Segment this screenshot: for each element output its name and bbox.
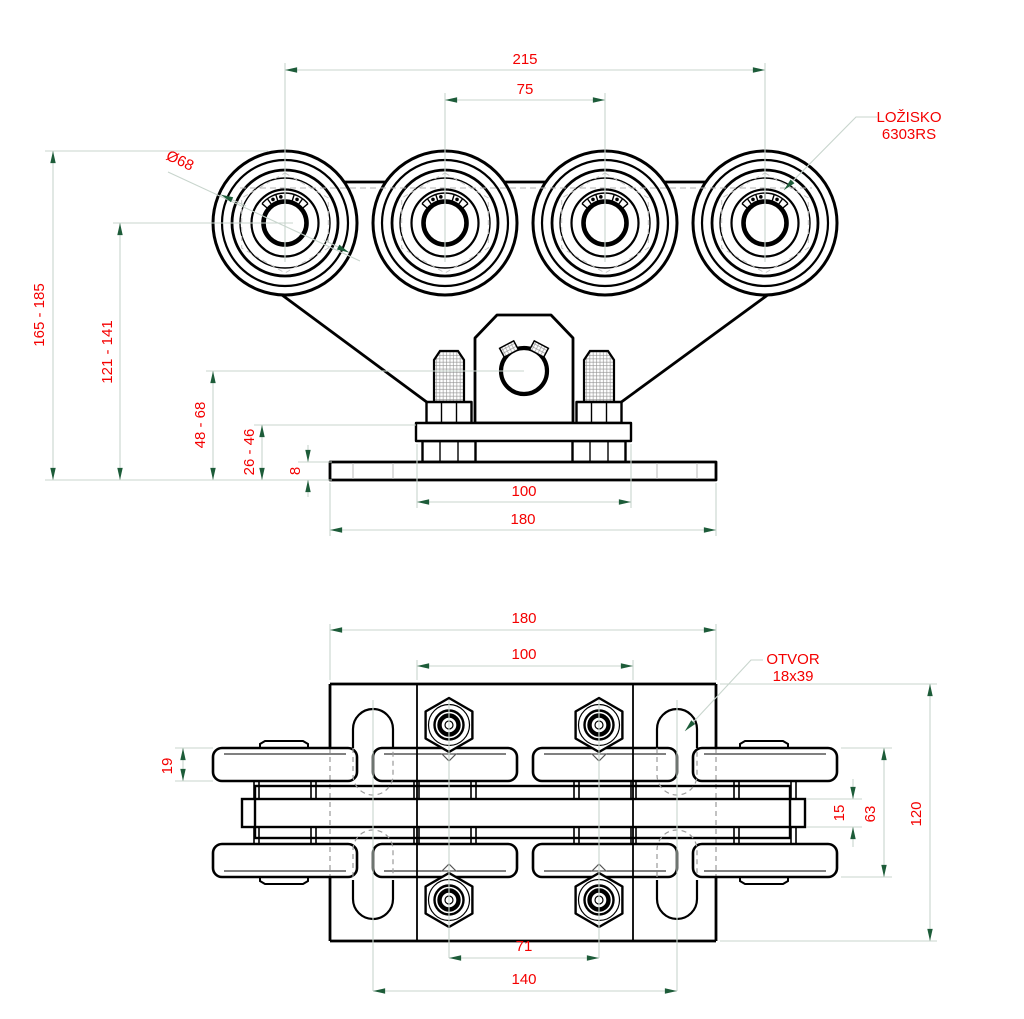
bearing-callout: LOŽISKO 6303RS (783, 109, 942, 191)
dim-axle-height: 121 - 141 (99, 223, 123, 480)
bearing-label-line2: 6303RS (882, 126, 936, 143)
dim-plan-inner-width: 100 (416, 646, 634, 680)
dim-span-inner: 75 (444, 81, 606, 262)
pivot-clip-left (498, 339, 520, 359)
bearing-label-line1: LOŽISKO (876, 109, 941, 126)
hub-stub (573, 780, 637, 800)
front-view-dimensions: 215 75 Ø68 LOŽISKO 6303RS 165 - 185 121 … (31, 51, 942, 536)
frame-bar-outer (253, 784, 792, 840)
clamp-bar (414, 421, 633, 443)
slot-label-line2: 18x39 (773, 668, 814, 685)
base-plate-slot-edges (352, 463, 698, 479)
hub-stub (413, 780, 477, 800)
plan-roller-1-top (211, 746, 359, 783)
dim-plan-base-width: 180 (329, 610, 717, 680)
dim-plate-depth: 120 (720, 683, 937, 942)
dim-text-15: 15 (831, 805, 848, 822)
dim-span-outer: 215 (284, 51, 766, 262)
dim-base-plate-width: 180 (329, 483, 717, 536)
hub-stub (413, 825, 477, 845)
dim-text-165-185: 165 - 185 (31, 283, 48, 346)
mount-stud-right (571, 349, 627, 464)
dim-total-height: 165 - 185 (31, 151, 56, 480)
dim-text-8: 8 (287, 467, 304, 475)
front-view (213, 151, 837, 482)
dim-roller-thickness: 19 (159, 747, 213, 782)
hub-stub (733, 825, 797, 845)
plan-roller-3-top (531, 746, 679, 783)
base-plate (328, 460, 718, 482)
plan-view (211, 682, 839, 943)
dim-plate-thickness: 8 (287, 445, 311, 497)
dim-bar-thickness: 15 (807, 779, 862, 847)
plan-base-plate (328, 682, 718, 943)
pivot-clip-right (528, 339, 550, 359)
dim-text-100-plan: 100 (511, 646, 536, 663)
dim-text-215: 215 (512, 51, 537, 68)
dim-pivot-height: 48 - 68 (192, 371, 216, 480)
dim-text-120: 120 (908, 801, 925, 826)
plan-roller-4-top (691, 746, 839, 783)
dim-text-180-front: 180 (510, 511, 535, 528)
dim-text-75: 75 (517, 81, 534, 98)
dim-inner-plate-width: 100 (416, 444, 632, 508)
plan-view-dimensions: 180 100 OTVOR 18x39 19 15 63 120 71 (159, 610, 937, 994)
plan-roller-3-bottom (531, 842, 679, 879)
dim-text-19: 19 (159, 758, 176, 775)
dim-text-100-front: 100 (511, 483, 536, 500)
slot-label-line1: OTVOR (766, 651, 820, 668)
dim-text-26-46: 26 - 46 (241, 429, 258, 476)
plan-roller-2-top (371, 746, 519, 783)
dim-text-180-plan: 180 (511, 610, 536, 627)
dim-text-121-141: 121 - 141 (99, 320, 116, 383)
plan-roller-1-bottom (211, 842, 359, 879)
mount-stud-left (421, 349, 477, 464)
dim-mount-height: 26 - 46 (241, 425, 265, 480)
dim-text-71: 71 (516, 938, 533, 955)
dim-text-63: 63 (862, 806, 879, 823)
dim-text-48-68: 48 - 68 (192, 402, 209, 449)
slot-callout: OTVOR 18x39 (684, 651, 820, 732)
frame-bar-inner (240, 797, 807, 829)
hub-stub (733, 780, 797, 800)
dim-bolt-spacing: 71 (449, 938, 599, 961)
hub-stub (573, 825, 637, 845)
plan-roller-4-bottom (691, 842, 839, 879)
hub-stub (253, 825, 317, 845)
plan-roller-2-bottom (371, 842, 519, 879)
dim-slot-spacing: 140 (373, 971, 677, 994)
hub-stub (253, 780, 317, 800)
dim-roller-span: 63 (841, 747, 892, 878)
dim-text-140: 140 (511, 971, 536, 988)
